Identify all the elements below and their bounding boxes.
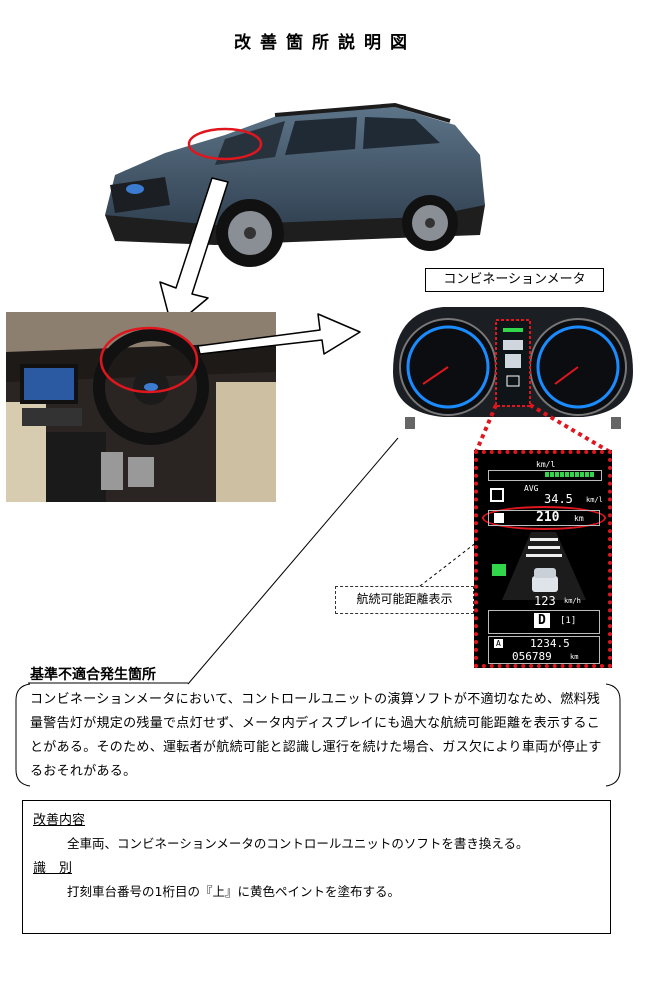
bracket-right xyxy=(605,683,621,787)
economy-unit: km/l xyxy=(536,460,556,469)
gear-panel xyxy=(488,610,600,634)
nonconformity-heading: 基準不適合発生箇所 xyxy=(30,667,156,683)
odometer-panel xyxy=(488,636,600,664)
odometer-value: 056789 xyxy=(512,650,552,663)
range-box xyxy=(488,510,600,526)
eyesight-road-graphic xyxy=(492,532,586,600)
identification-heading: 識 別 xyxy=(33,861,73,876)
improvement-body: 全車両、コンビネーションメータのコントロールユニットのソフトを書き換える。 xyxy=(67,836,529,851)
meter-display-zoom: km/l AVG 34.5 km/l 210 km 123 km/h D [1]… xyxy=(474,450,612,668)
meter-cluster xyxy=(383,292,643,437)
avg-label: AVG xyxy=(524,484,539,493)
identification-body: 打刻車台番号の1桁目の『上』に黄色ペイントを塗布する。 xyxy=(67,884,400,899)
avg-unit: km/l xyxy=(586,496,603,504)
avg-value: 34.5 xyxy=(544,492,573,506)
range-display-label: 航続可能距離表示 xyxy=(335,586,474,614)
speed-value: 123 xyxy=(534,594,556,608)
fuel-pump-icon xyxy=(494,513,504,523)
range-value: 210 xyxy=(536,510,560,525)
improvement-box: 改善内容 全車両、コンビネーションメータのコントロールユニットのソフトを書き換え… xyxy=(22,800,611,934)
gear-indicator: D xyxy=(534,613,550,628)
range-unit: km xyxy=(574,514,584,523)
arrow-right-icon xyxy=(197,313,361,355)
speed-unit: km/h xyxy=(564,597,581,605)
nonconformity-description: コンビネーションメータにおいて、コントロールユニットの演算ソフトが不適切なため、… xyxy=(30,692,602,779)
gear-sub: [1] xyxy=(560,616,577,626)
page-title: 改善箇所説明図 xyxy=(234,33,416,53)
improvement-heading: 改善内容 xyxy=(33,813,86,828)
range-highlight xyxy=(482,506,606,530)
heading-underline xyxy=(28,682,188,684)
trip-value: 1234.5 xyxy=(530,637,570,650)
trip-label: A xyxy=(494,639,503,648)
economy-bar xyxy=(488,470,602,481)
odometer-unit: km xyxy=(570,653,579,661)
fuel-icon xyxy=(490,488,504,502)
bracket-left xyxy=(15,683,31,787)
car-photo xyxy=(95,95,495,280)
combination-meter-label: コンビネーションメータ xyxy=(425,268,604,292)
